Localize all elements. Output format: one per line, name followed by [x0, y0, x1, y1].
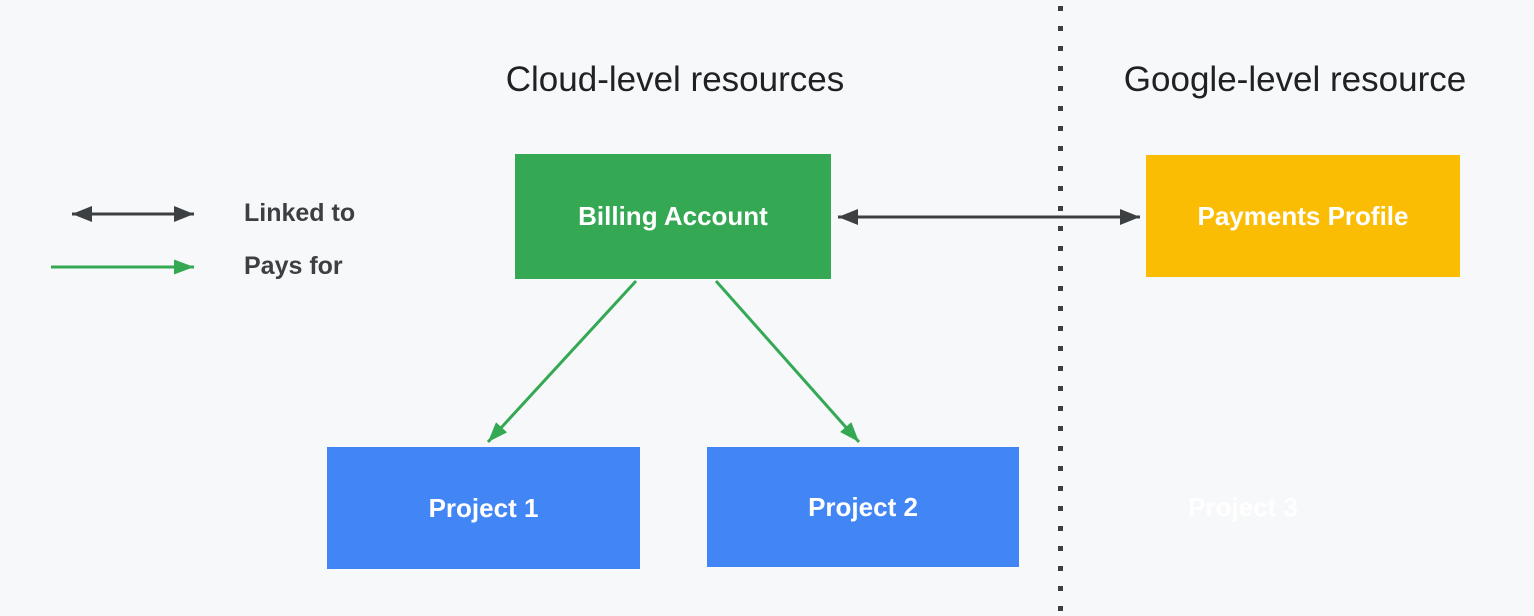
project-1-node: Project 1 [327, 447, 640, 569]
legend: Linked to Pays for [48, 187, 355, 293]
payments-profile-node: Payments Profile [1146, 155, 1460, 277]
project-2-node: Project 2 [707, 447, 1019, 567]
legend-row-linked-to: Linked to [48, 187, 355, 240]
double-arrow-icon [72, 205, 194, 222]
billing-account-node: Billing Account [515, 154, 831, 279]
google-level-title: Google-level resource [1123, 60, 1467, 99]
cloud-level-title: Cloud-level resources [505, 60, 845, 99]
legend-label-pays-for: Pays for [244, 252, 343, 280]
pays-for-arrow-billing-project-1 [486, 279, 638, 444]
legend-label-linked-to: Linked to [244, 199, 356, 227]
dotted-separator-line [1058, 6, 1063, 616]
green-arrow-icon [51, 259, 194, 274]
pays-for-arrow-billing-project-2 [714, 280, 861, 443]
project-3-ghost-node: Project 3 [1188, 491, 1298, 522]
legend-row-pays-for: Pays for [48, 240, 355, 293]
